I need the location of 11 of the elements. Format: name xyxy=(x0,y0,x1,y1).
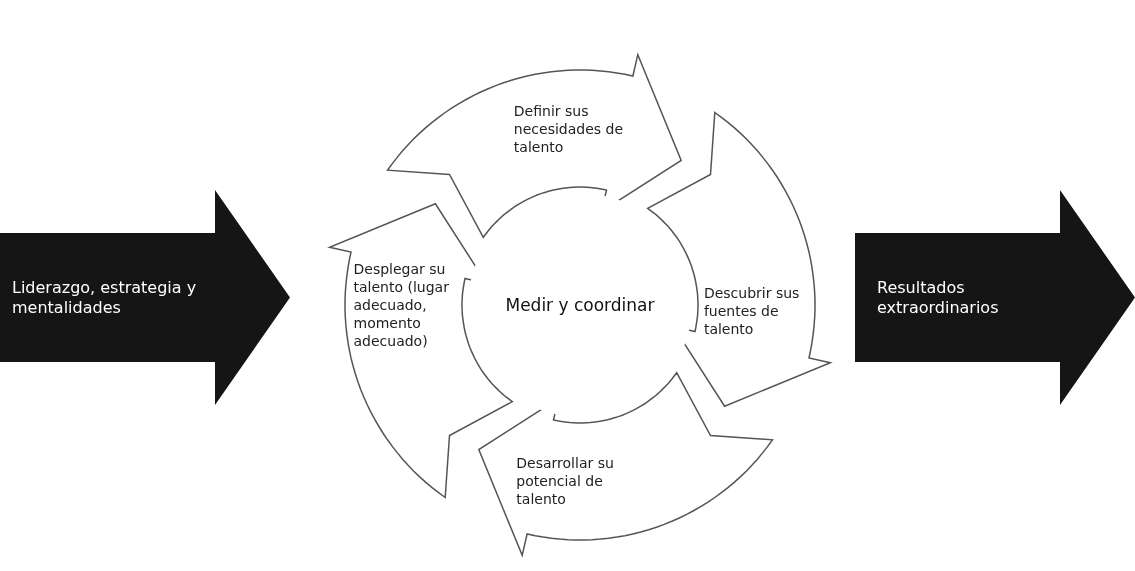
arrow-label: Descubrir sus fuentes de talento xyxy=(703,284,801,339)
arrow-label: Resultados extraordinarios xyxy=(877,277,1000,318)
block-arrow xyxy=(0,190,290,405)
arrow-label: Desplegar su talento (lugar adecuado, momento adecuado) xyxy=(353,260,450,350)
block-arrow xyxy=(855,190,1135,405)
arrow-label: Desarrollar su potencial de talento xyxy=(516,454,615,509)
cycle-segment xyxy=(386,53,683,239)
cycle-segment xyxy=(477,371,774,557)
center-label: Medir y coordinar xyxy=(504,294,656,316)
arrow-label: Liderazgo, estrategia y mentalidades xyxy=(12,277,198,318)
arrow-label: Definir sus necesidades de talento xyxy=(513,101,625,156)
